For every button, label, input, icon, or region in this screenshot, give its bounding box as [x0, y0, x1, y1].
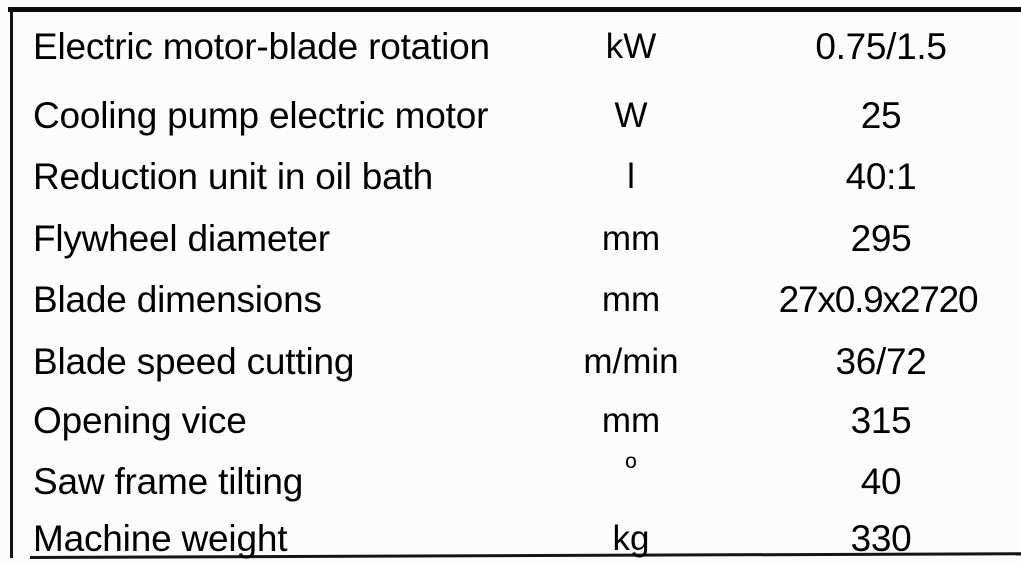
spec-parameter-label: Blade dimensions — [33, 279, 322, 320]
table-row: Saw frame tilting o 40 — [0, 450, 1021, 513]
top-border-rule — [8, 7, 1021, 12]
spec-unit-label: mm — [601, 280, 661, 319]
spec-parameter-label: Cooling pump electric motor — [33, 95, 489, 136]
spec-value: 36/72 — [835, 341, 927, 382]
spec-unit-label: mm — [601, 219, 661, 258]
spec-parameter-label: Electric motor-blade rotation — [33, 26, 490, 67]
table-row: Opening vice mm 315 — [0, 390, 1021, 452]
table-row: Cooling pump electric motor W 25 — [0, 85, 1021, 147]
spec-value: 40 — [860, 461, 902, 502]
spec-unit-label: W — [614, 96, 648, 135]
spec-value: 27x0.9x2720 — [778, 279, 979, 320]
table-row: Blade speed cutting m/min 36/72 — [0, 331, 1021, 393]
table-row: Flywheel diameter mm 295 — [0, 208, 1021, 270]
spec-value: 315 — [850, 400, 912, 441]
spec-unit-label: mm — [601, 401, 661, 440]
spec-parameter-label: Machine weight — [33, 518, 288, 559]
spec-parameter-label: Saw frame tilting — [33, 461, 304, 502]
spec-value: 295 — [850, 218, 912, 259]
spec-parameter-label: Opening vice — [33, 400, 247, 441]
table-row: Machine weight kg 330 — [0, 508, 1021, 570]
left-border-rule — [10, 10, 13, 558]
spec-value: 40:1 — [845, 156, 917, 197]
spec-unit-label: o — [625, 450, 637, 473]
spec-value: 330 — [850, 518, 912, 559]
spec-value: 0.75/1.5 — [815, 26, 947, 67]
spec-unit-label: kW — [605, 27, 657, 66]
table-row: Electric motor-blade rotation kW 0.75/1.5 — [0, 16, 1021, 78]
spec-parameter-label: Flywheel diameter — [33, 218, 330, 259]
table-row: Blade dimensions mm 27x0.9x2720 — [0, 269, 1021, 331]
spec-parameter-label: Reduction unit in oil bath — [33, 156, 434, 197]
spec-unit-label: m/min — [583, 342, 679, 381]
spec-unit-label: kg — [612, 519, 650, 558]
table-row: Reduction unit in oil bath l 40:1 — [0, 146, 1021, 208]
spec-unit-label: l — [627, 157, 635, 196]
spec-value: 25 — [860, 95, 902, 136]
spec-parameter-label: Blade speed cutting — [33, 341, 355, 382]
